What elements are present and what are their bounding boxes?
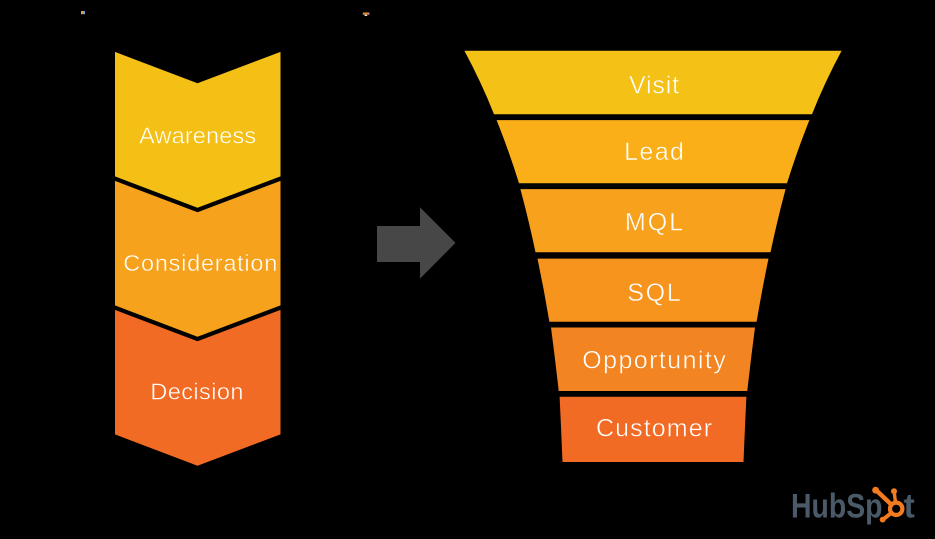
svg-text:Decision: Decision: [150, 379, 243, 405]
svg-text:Customer: Customer: [596, 414, 712, 442]
svg-text:Lead: Lead: [624, 138, 684, 166]
svg-text:SQL: SQL: [627, 279, 681, 307]
svg-text:HubSp: HubSp: [791, 488, 883, 526]
svg-text:Visit: Visit: [629, 71, 679, 99]
svg-text:t: t: [904, 488, 915, 526]
svg-text:Consideration: Consideration: [123, 250, 277, 276]
svg-text:Opportunity: Opportunity: [582, 347, 726, 375]
svg-text:Awareness: Awareness: [139, 122, 256, 148]
svg-text:MQL: MQL: [625, 209, 683, 237]
